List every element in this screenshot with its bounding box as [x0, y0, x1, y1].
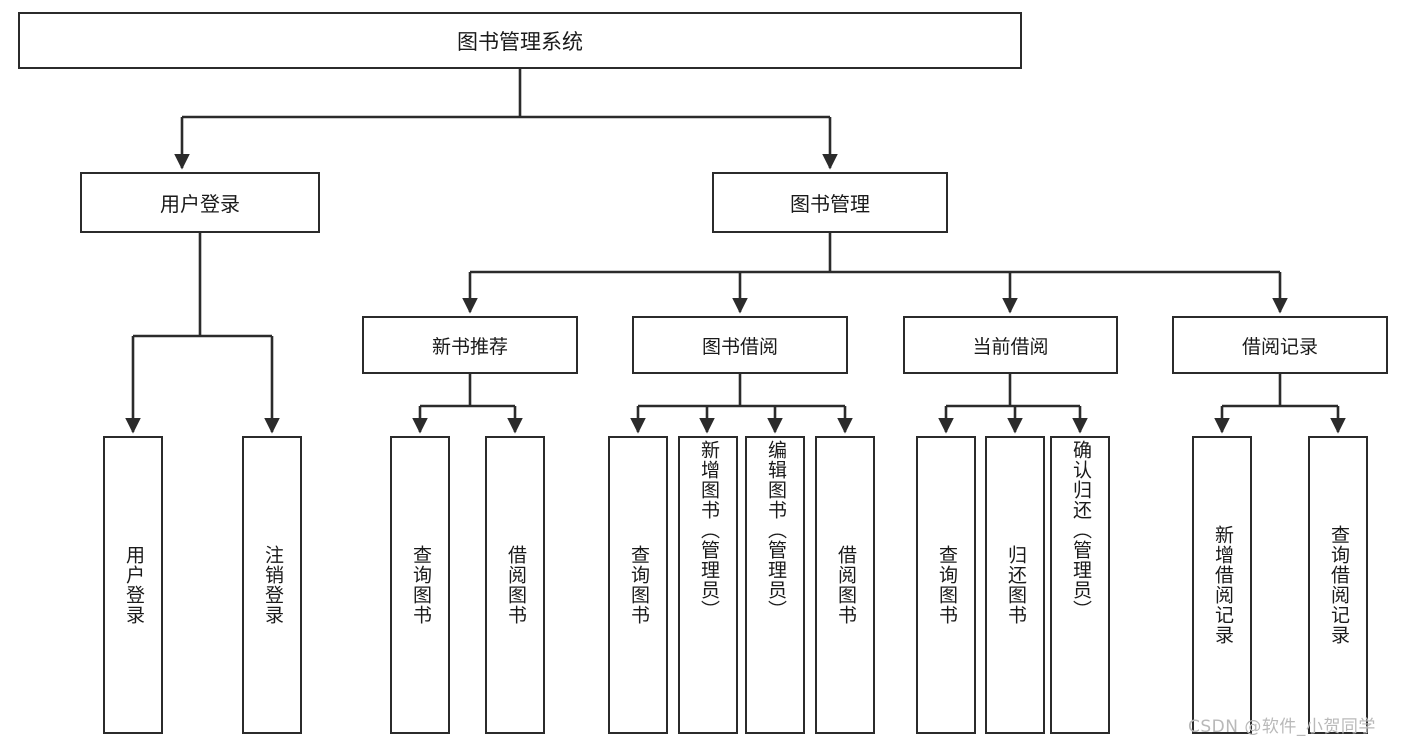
leaf-borrow-edit-book-admin[interactable]: 编辑图书（管理员） [745, 436, 805, 734]
node-label: 用户登录 [160, 192, 240, 216]
node-current-borrow[interactable]: 当前借阅 [903, 316, 1118, 374]
node-label: 确认归还（管理员） [1069, 440, 1092, 620]
node-book-management[interactable]: 图书管理 [712, 172, 948, 233]
leaf-text-wrap: 编辑图书（管理员） [747, 438, 803, 734]
node-label: 借阅图书 [834, 545, 857, 625]
leaf-text-wrap: 归还图书 [987, 438, 1043, 732]
node-book-borrow[interactable]: 图书借阅 [632, 316, 848, 374]
node-label: 图书管理系统 [457, 29, 583, 54]
leaf-borrow-borrow-book[interactable]: 借阅图书 [815, 436, 875, 734]
leaf-borrow-query-book[interactable]: 查询图书 [608, 436, 668, 734]
leaf-text-wrap: 借阅图书 [487, 438, 543, 732]
node-label: 新增借阅记录 [1211, 525, 1234, 645]
node-new-book-recommend[interactable]: 新书推荐 [362, 316, 578, 374]
node-user-login[interactable]: 用户登录 [80, 172, 320, 233]
csdn-watermark: CSDN @软件_小贺同学 [1188, 717, 1376, 737]
leaf-text-wrap: 查询图书 [918, 438, 974, 732]
leaf-newbook-query-book[interactable]: 查询图书 [390, 436, 450, 734]
node-label: 当前借阅 [972, 335, 1049, 358]
node-borrow-record[interactable]: 借阅记录 [1172, 316, 1388, 374]
node-label: 编辑图书（管理员） [764, 440, 787, 620]
leaf-text-wrap: 注销登录 [244, 438, 300, 732]
node-label: 新书推荐 [431, 335, 508, 358]
leaf-text-wrap: 新增图书（管理员） [680, 438, 736, 734]
node-label: 借阅图书 [504, 545, 527, 625]
node-label: 图书管理 [790, 192, 870, 216]
node-label: 新增图书（管理员） [697, 440, 720, 620]
leaf-text-wrap: 查询图书 [392, 438, 448, 732]
leaf-text-wrap: 查询借阅记录 [1310, 438, 1366, 732]
leaf-user-logout[interactable]: 注销登录 [242, 436, 302, 734]
node-label: 查询图书 [935, 545, 958, 625]
node-label: 归还图书 [1004, 545, 1027, 625]
leaf-text-wrap: 用户登录 [105, 438, 161, 732]
node-label: 图书借阅 [701, 335, 778, 358]
leaf-current-confirm-return-admin[interactable]: 确认归还（管理员） [1050, 436, 1110, 734]
node-label: 查询借阅记录 [1327, 525, 1350, 645]
node-label: 查询图书 [627, 545, 650, 625]
node-label: 查询图书 [409, 545, 432, 625]
leaf-record-add-record[interactable]: 新增借阅记录 [1192, 436, 1252, 734]
node-root-system[interactable]: 图书管理系统 [18, 12, 1022, 69]
leaf-borrow-add-book-admin[interactable]: 新增图书（管理员） [678, 436, 738, 734]
leaf-current-query-book[interactable]: 查询图书 [916, 436, 976, 734]
leaf-text-wrap: 查询图书 [610, 438, 666, 732]
leaf-newbook-borrow-book[interactable]: 借阅图书 [485, 436, 545, 734]
node-label: 用户登录 [122, 545, 145, 625]
leaf-text-wrap: 确认归还（管理员） [1052, 438, 1108, 734]
leaf-text-wrap: 新增借阅记录 [1194, 438, 1250, 732]
leaf-record-query-record[interactable]: 查询借阅记录 [1308, 436, 1368, 734]
node-label: 注销登录 [261, 545, 284, 625]
leaf-user-login-query[interactable]: 用户登录 [103, 436, 163, 734]
leaf-text-wrap: 借阅图书 [817, 438, 873, 732]
leaf-current-return-book[interactable]: 归还图书 [985, 436, 1045, 734]
node-label: 借阅记录 [1241, 335, 1318, 358]
